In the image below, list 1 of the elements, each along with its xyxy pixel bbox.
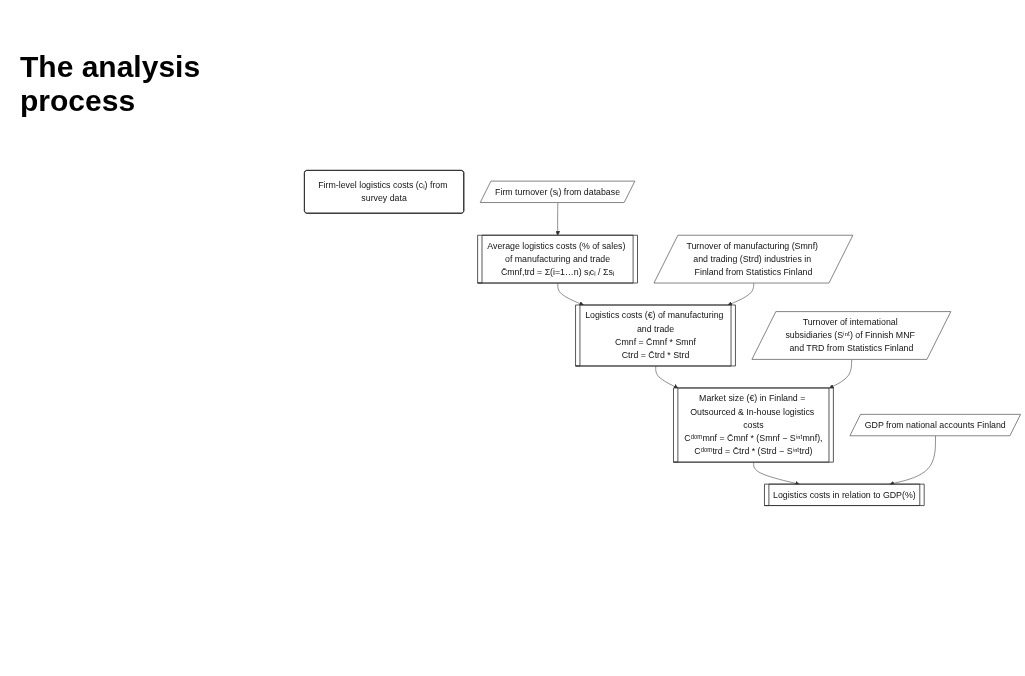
diagram-title: The analysis process <box>19 49 202 119</box>
